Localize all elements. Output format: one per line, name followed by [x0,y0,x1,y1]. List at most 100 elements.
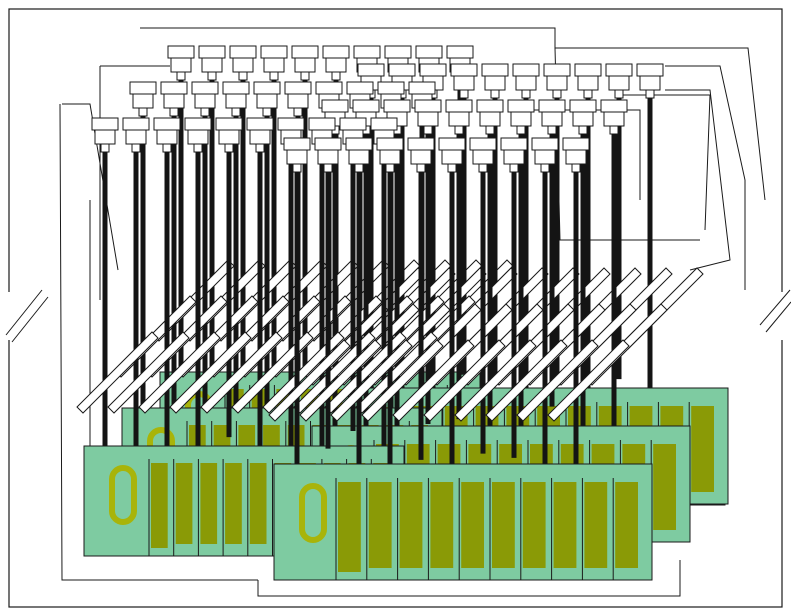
pad-10 [653,444,676,530]
connector-boot [583,89,593,99]
connector-head [469,137,497,151]
connector-boot [540,163,550,173]
connector-body [577,75,599,91]
connector-body [479,111,501,127]
board-ring [299,483,327,543]
connector-boot [292,163,302,173]
connector-body [410,149,432,165]
break-band [516,339,599,422]
connector-head [153,117,181,131]
connector-boot [454,125,464,135]
connector-body [510,111,532,127]
connector-body [194,93,216,109]
connector-boot [323,163,333,173]
connector-boot [138,107,148,117]
connector-head [291,45,319,59]
break-band [262,331,345,414]
break-line [765,301,791,333]
connector-head [446,45,474,59]
connector-boot [485,125,495,135]
connector-head [408,81,436,95]
connector-head [543,63,571,77]
break-band [547,339,630,422]
connector-head [507,99,535,113]
connector-boot [423,125,433,135]
connector-body [515,75,537,91]
connector-body [294,57,316,73]
connector-head [198,45,226,59]
connector-head [600,99,628,113]
break-band [454,339,537,422]
frame-line-7 [59,103,258,581]
connector-head [445,99,473,113]
pad-2 [368,482,392,568]
connector-head [167,45,195,59]
connector-boot [354,163,364,173]
connector-body [249,129,271,145]
break-band [200,331,283,414]
break-band [107,331,190,414]
break-bands-0-2 [76,331,438,414]
connector-body [534,149,556,165]
connector-head [636,63,664,77]
connector-boot [609,125,619,135]
break-band [138,331,221,414]
connector-head [500,137,528,151]
break-band [423,339,506,422]
connector-body [639,75,661,91]
pad-5 [461,482,484,568]
connector-boot [552,89,562,99]
connector-head [569,99,597,113]
assembly-right-board-3 [273,463,653,581]
connector-head [419,63,447,77]
connector-head [388,63,416,77]
connector-head [476,99,504,113]
break-band [361,339,444,422]
connector-head [283,137,311,151]
connector-boot [176,71,186,81]
connector-body [132,93,154,109]
connector-head [574,63,602,77]
connector-body [156,129,178,145]
connector-boot [224,143,234,153]
connector-head [160,81,188,95]
connector-boot [385,163,395,173]
frame-line-8 [257,560,681,597]
connector-body [603,111,625,127]
connector-head [377,81,405,95]
connector-head [191,81,219,95]
connector-body [572,111,594,127]
connector-head [383,99,411,113]
connector-body [541,111,563,127]
connector-body [453,75,475,91]
connector-head [407,137,435,151]
connector-head [414,99,442,113]
connector-head [481,63,509,77]
connector-body [565,149,587,165]
pad-1 [338,482,361,572]
connector-boot [521,89,531,99]
connector-head [339,117,367,131]
connector-boot [459,89,469,99]
break-gap [756,292,791,340]
connector-body [503,149,525,165]
connector-body [417,111,439,127]
connector-head [246,117,274,131]
connector-body [348,149,370,165]
connector-body [125,129,147,145]
break-band [169,331,252,414]
connector-body [546,75,568,91]
connector-boot [571,163,581,173]
connector-head [322,45,350,59]
connector-body [608,75,630,91]
connector-boot [200,107,210,117]
break-band [299,339,382,422]
connector-head [284,81,312,95]
connector-boot [131,143,141,153]
break-band [76,331,159,414]
connector-boot [231,107,241,117]
connector-body [484,75,506,91]
connector-boot [416,163,426,173]
connector-boot [578,125,588,135]
